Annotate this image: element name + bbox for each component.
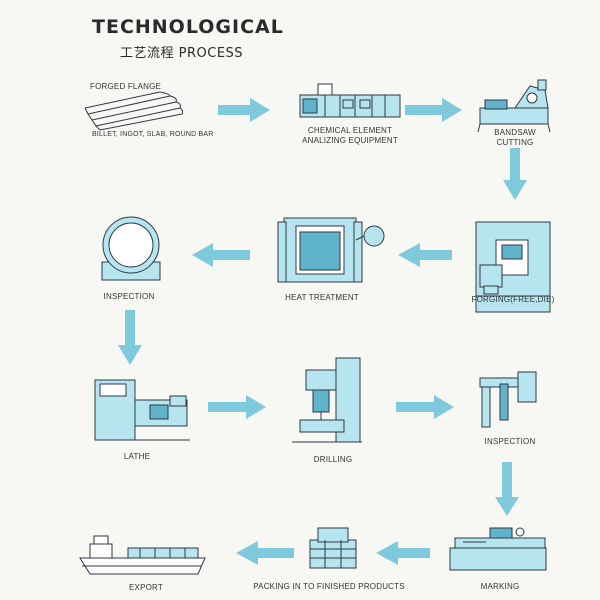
arrow-left-1	[398, 243, 452, 267]
drilling-label: DRILLING	[313, 455, 353, 464]
arrow-right-3	[208, 395, 266, 419]
export-label: EXPORT	[129, 583, 163, 592]
lathe-label: LATHE	[123, 452, 151, 461]
forging-press-icon	[475, 221, 551, 313]
marking-machine-icon	[449, 527, 547, 571]
inspection-ring-icon	[101, 216, 161, 281]
arrow-down-1	[503, 148, 527, 200]
chemical-analyzer-icon	[299, 83, 401, 118]
raw-materials-label: BILLET, INGOT, SLAB, ROUND BAR	[92, 131, 214, 138]
arrow-down-3	[495, 462, 519, 516]
arrow-right-1	[218, 98, 270, 122]
arrow-down-2	[118, 310, 142, 365]
cargo-ship-icon	[79, 535, 206, 575]
lathe-icon	[94, 379, 190, 441]
packing-crates-icon	[309, 527, 357, 569]
chemical-analyzer-label-line1: CHEMICAL ELEMENT	[307, 126, 393, 135]
packing-label: PACKING IN TO FINISHED PRODUCTS	[253, 582, 405, 591]
marking-label: MARKING	[480, 582, 520, 591]
arrow-left-4	[236, 541, 294, 565]
arrow-left-3	[376, 541, 430, 565]
chemical-analyzer-label: CHEMICAL ELEMENT ANALIZING EQUIPMENT	[302, 126, 398, 146]
forged-flange-label: FORGED FLANGE	[90, 82, 162, 91]
bandsaw-label-line1: BANDSAW	[494, 128, 536, 137]
raw-material-bars-icon	[84, 91, 184, 131]
arrow-right-2	[405, 98, 462, 122]
arrow-right-4	[396, 395, 454, 419]
arrow-left-2	[192, 243, 250, 267]
page-subtitle: 工艺流程 PROCESS	[120, 46, 244, 61]
inspection-label-1: INSPECTION	[103, 292, 155, 301]
caliper-icon	[479, 371, 537, 428]
bandsaw-label-line2: CUTTING	[496, 138, 534, 147]
inspection-label-2: INSPECTION	[484, 437, 536, 446]
drilling-machine-icon	[292, 357, 362, 443]
chemical-analyzer-label-line2: ANALIZING EQUIPMENT	[302, 136, 398, 145]
heat-treatment-label: HEAT TREATMENT	[285, 293, 359, 302]
heat-treatment-furnace-icon	[277, 217, 385, 283]
bandsaw-icon	[477, 79, 551, 133]
bandsaw-label: BANDSAW CUTTING	[494, 128, 536, 148]
page-title: TECHNOLOGICAL	[92, 16, 284, 38]
forging-label: FORGING(FREE,DIE)	[471, 295, 555, 304]
